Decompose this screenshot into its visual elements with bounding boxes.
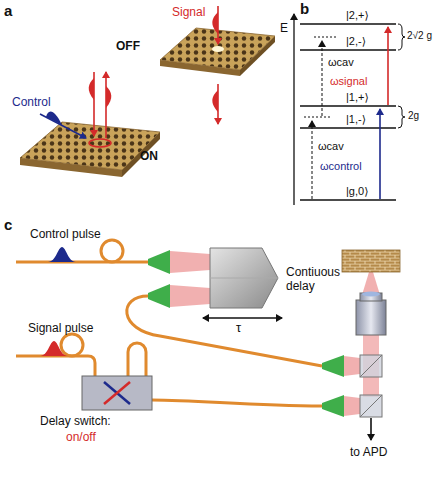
pulses-on [40,72,111,138]
crystal-on [20,122,160,177]
delay-symbol: τ [236,321,241,336]
level-label: |g,0⟩ [346,185,368,198]
pulse-label: Control pulse [30,228,101,242]
setup [16,240,400,440]
frequency-label: ωcav [328,56,354,69]
signal-label: Signal [172,6,205,20]
frequency-label: ωsignal [330,75,367,88]
level-label: |1,+⟩ [346,91,369,104]
signal-off [212,6,218,124]
switch-state: on/off [66,431,96,445]
splitting-label: 2√2 g [407,30,432,42]
panel-letter: a [4,2,12,19]
switch-label: Delay switch: [40,415,111,429]
control-label: Control [12,96,51,110]
output-label: to APD [350,446,387,460]
energy-diagram [294,14,405,205]
axis-label: E [280,22,288,36]
frequency-label: ωcontrol [320,160,362,173]
pulse-label: Signal pulse [28,322,93,336]
panel-letter: b [300,0,309,17]
delay-label: Contiuous delay [286,266,352,294]
level-label: |2,+⟩ [346,9,369,22]
frequency-label: ωcav [318,140,344,153]
panel-letter: c [4,216,12,233]
state-label: OFF [116,40,140,54]
splitting-label: 2g [408,110,419,122]
level-label: |1,-⟩ [346,113,366,126]
state-label: ON [140,150,158,164]
level-label: |2,-⟩ [346,35,366,48]
